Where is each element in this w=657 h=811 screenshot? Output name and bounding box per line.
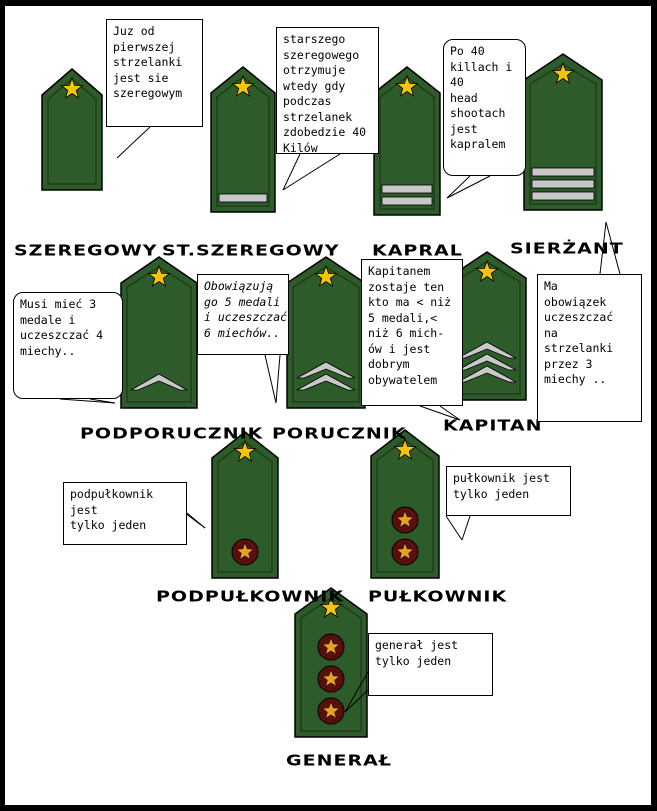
- stripe-bar: [381, 184, 433, 194]
- pointer-line: [445, 515, 463, 541]
- note-general: generał jest tylko jeden: [368, 633, 493, 696]
- stripe-bar: [531, 179, 595, 189]
- note-szeregowy: Juz od pierwszej strzelanki jest sie sze…: [106, 19, 203, 127]
- note-pulkownik: pułkownik jest tylko jeden: [446, 466, 571, 516]
- rank-label-general: GENERAŁ: [286, 752, 392, 770]
- rank-label-st-szeregowy: ST.SZEREGOWY: [162, 242, 340, 260]
- rank-label-kapitan: KAPITAN: [443, 417, 543, 435]
- pointer-line: [461, 515, 471, 541]
- epaulette-sierzant: [523, 53, 603, 211]
- frame-right: [651, 0, 657, 811]
- star-icon: [319, 595, 343, 618]
- stripe-bar: [531, 191, 595, 201]
- pointer-line: [89, 398, 116, 404]
- star-icon: [60, 76, 84, 99]
- pointer-line: [599, 221, 607, 275]
- note-kapral: Po 40 killach i 40 head shootach jest ka…: [443, 39, 526, 176]
- pointer-line: [439, 405, 461, 421]
- pointer-line: [446, 175, 491, 199]
- note-podporucznik: Musi mieć 3 medale i uczeszczać 4 miechy…: [13, 292, 123, 399]
- epaulette-szeregowy: [41, 68, 103, 191]
- star-icon: [395, 74, 419, 97]
- medal-star-icon: [395, 542, 415, 560]
- star-icon: [233, 439, 257, 462]
- frame-left: [0, 0, 5, 811]
- chevron-icon: [457, 365, 517, 383]
- stripe-bar: [531, 167, 595, 177]
- note-kapitan: Kapitanem zostaje ten kto ma < niż 5 med…: [361, 259, 463, 406]
- star-icon: [314, 264, 338, 287]
- epaulette-st-szeregowy: [210, 66, 276, 213]
- note-sierzant: Ma obowiązek uczeszczać na strzelanki pr…: [537, 274, 642, 422]
- note-st-szeregowy: starszego szeregowego otrzymuje wtedy gd…: [276, 27, 379, 155]
- medal-star-icon: [321, 701, 341, 719]
- medal-star-icon: [235, 542, 255, 560]
- pointer-line: [264, 354, 277, 404]
- rank-label-podporucznik: PODPORUCZNIK: [80, 425, 264, 443]
- rank-label-podpulkownik: PODPUŁKOWNIK: [156, 588, 345, 606]
- chevron-icon: [296, 361, 356, 379]
- pointer-line: [344, 671, 369, 713]
- epaulette-pulkownik: [370, 429, 440, 579]
- pointer-line: [282, 153, 301, 191]
- rank-label-sierzant: SIERŻANT: [510, 240, 624, 258]
- pointer-line: [605, 221, 621, 275]
- epaulette-porucznik: [286, 256, 366, 409]
- medal-star-icon: [321, 637, 341, 655]
- pointer-line: [344, 689, 369, 713]
- epaulette-kapral: [373, 66, 441, 216]
- frame-top: [0, 0, 657, 6]
- star-icon: [475, 259, 499, 282]
- star-icon: [393, 437, 417, 460]
- frame-bottom: [0, 805, 657, 811]
- rank-label-porucznik: PORUCZNIK: [272, 425, 407, 443]
- stripe-bar: [381, 196, 433, 206]
- pointer-line: [419, 405, 461, 421]
- chevron-icon: [457, 341, 517, 359]
- pointer-line: [116, 126, 151, 159]
- chevron-icon: [457, 353, 517, 371]
- medal-star-icon: [321, 669, 341, 687]
- star-icon: [551, 61, 575, 84]
- pointer-line: [446, 175, 471, 199]
- note-podpulkownik: podpułkownik jest tylko jeden: [63, 482, 187, 545]
- pointer-line: [275, 354, 281, 404]
- rank-label-kapral: KAPRAL: [372, 242, 463, 260]
- epaulette-kapitan: [447, 251, 527, 401]
- pointer-line: [59, 398, 116, 404]
- medal-star-icon: [395, 510, 415, 528]
- stripe-bar: [218, 193, 268, 203]
- rank-label-pulkownik: PUŁKOWNIK: [368, 588, 508, 606]
- note-porucznik: Obowiązują go 5 medali i uczeszczać 6 mi…: [197, 274, 289, 355]
- star-icon: [147, 264, 171, 287]
- pointer-line: [282, 153, 341, 191]
- rank-label-szeregowy: SZEREGOWY: [14, 242, 158, 260]
- chevron-icon: [296, 373, 356, 391]
- epaulette-podpulkownik: [211, 431, 279, 579]
- epaulette-podporucznik: [120, 256, 198, 409]
- chevron-icon: [129, 373, 189, 391]
- star-icon: [231, 74, 255, 97]
- epaulette-general: [294, 587, 368, 738]
